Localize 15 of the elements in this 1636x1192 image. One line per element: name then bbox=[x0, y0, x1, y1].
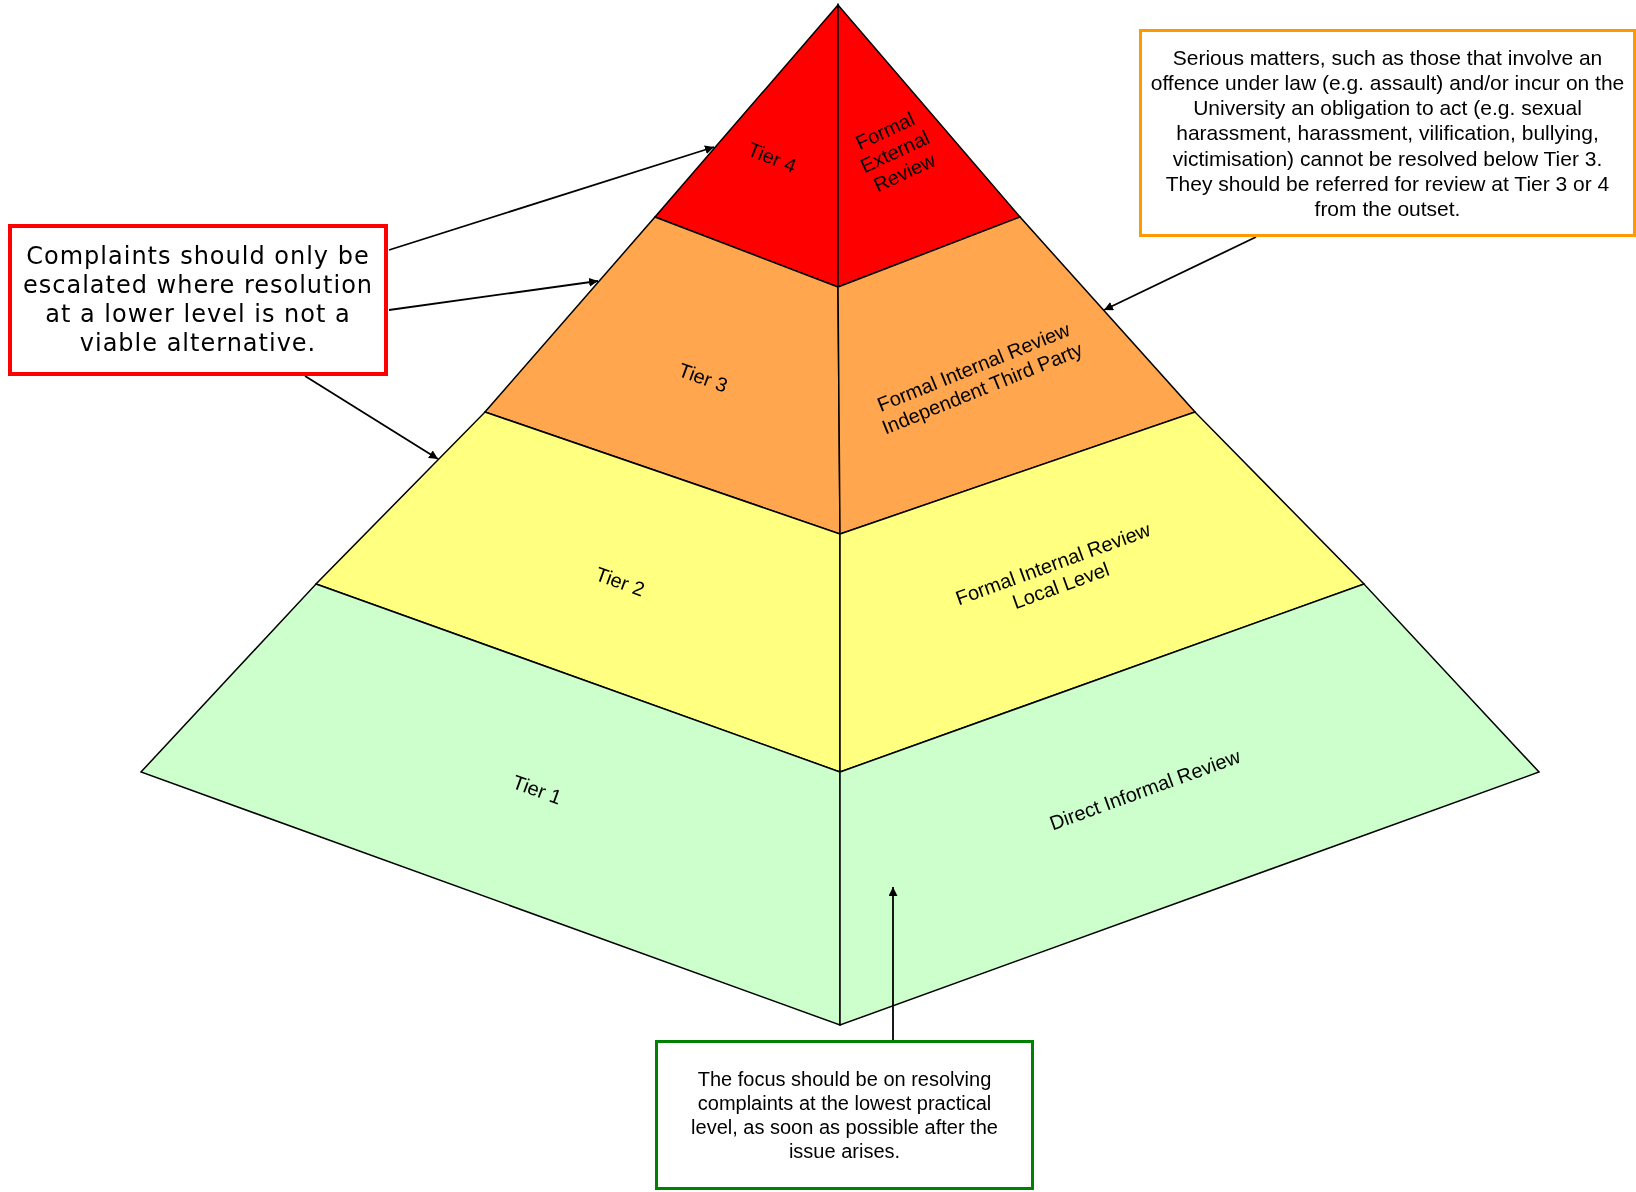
tier-label: Tier 3 bbox=[674, 357, 732, 399]
arrow bbox=[1103, 236, 1257, 311]
arrow bbox=[388, 145, 715, 251]
arrow bbox=[888, 886, 898, 1041]
arrow bbox=[388, 277, 599, 311]
callout-box bbox=[1139, 29, 1636, 237]
callout-text: The focus should be on resolving complaints at the lowest practical level, as soon as possible after the issue arises. bbox=[690, 1067, 999, 1163]
arrow bbox=[304, 375, 439, 460]
tier-label: Tier 2 bbox=[591, 561, 649, 603]
callout-text: Complaints should only be escalated where resolution at a lower level is not a viable alternative. bbox=[22, 242, 374, 358]
callout-box bbox=[8, 224, 388, 376]
tier-label: Tier 1 bbox=[508, 769, 566, 811]
callout-text: Serious matters, such as those that involve an offence under law (e.g. assault) and/or incur on the University an obligation to act (e.g. sexual harassment, harassment, vilification, bullying, victimisation) cannot be resolved below Tier 3. They should be referred for review at Tier 3 or 4 from the outset. bbox=[1149, 44, 1626, 222]
tier-label: Tier 4 bbox=[743, 136, 801, 180]
callout-box bbox=[655, 1040, 1034, 1190]
